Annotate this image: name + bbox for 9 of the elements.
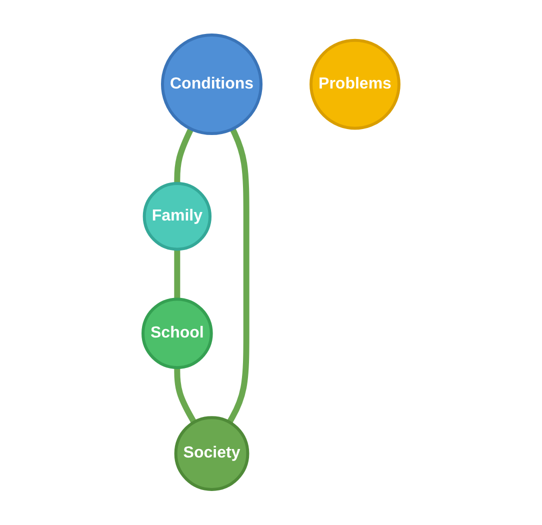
node-circle: Conditions <box>161 34 263 136</box>
connector <box>174 368 197 424</box>
connector <box>226 128 250 424</box>
connector <box>174 128 194 184</box>
connector <box>174 249 180 300</box>
node-circle: School <box>142 298 213 370</box>
node-circle: Family <box>142 182 212 251</box>
node-circle: Society <box>174 416 250 492</box>
node-circle: Problems <box>310 39 400 130</box>
